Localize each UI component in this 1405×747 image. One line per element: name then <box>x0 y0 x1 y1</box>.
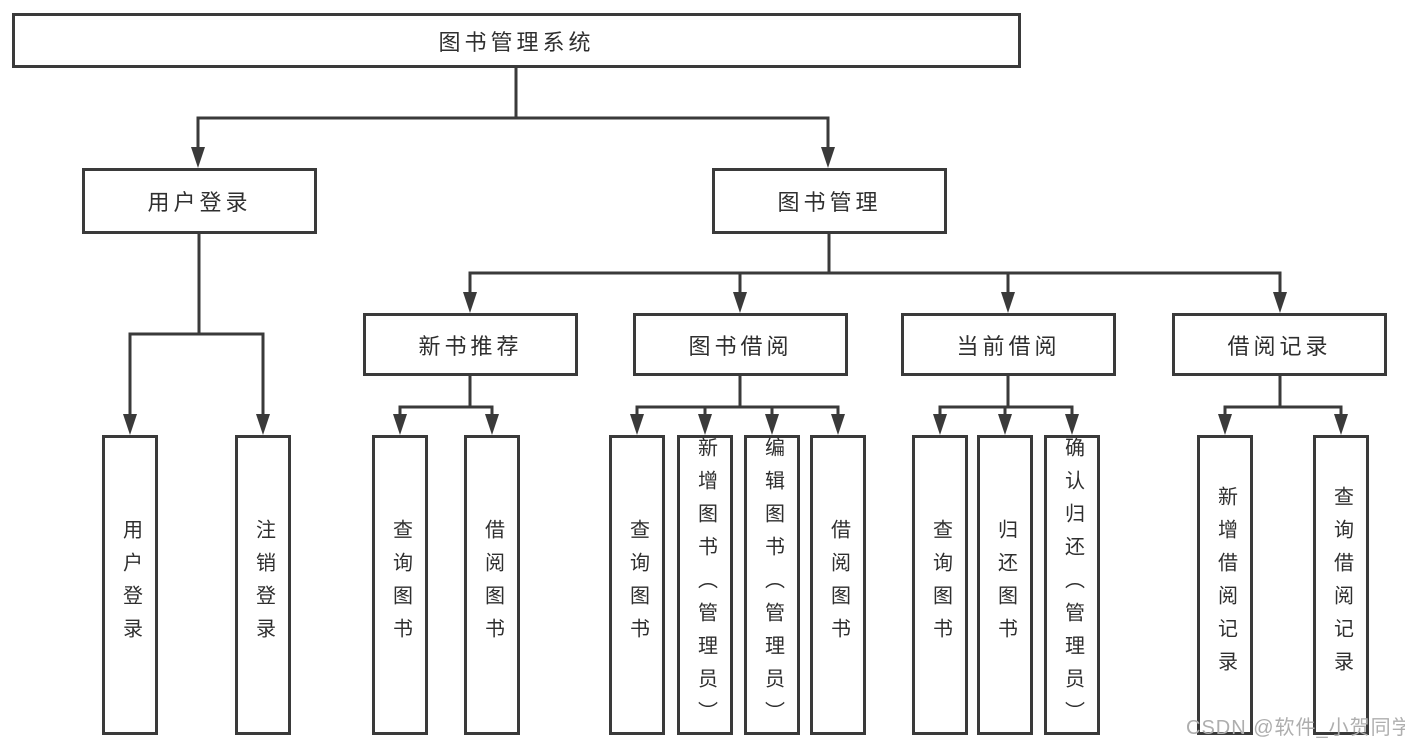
leaf-cb-confirm-return-admin: 确认归还（管理员） <box>1044 435 1100 735</box>
arrowhead <box>1001 292 1015 313</box>
arrowhead <box>630 414 644 435</box>
arrowhead <box>733 292 747 313</box>
leaf-nbr-query-book-label: 查询图书 <box>389 519 412 651</box>
node-user-login: 用户登录 <box>82 168 317 234</box>
node-borrow-records: 借阅记录 <box>1172 313 1387 376</box>
leaf-bb-add-book-admin: 新增图书（管理员） <box>677 435 733 735</box>
leaf-nbr-borrow-book: 借阅图书 <box>464 435 520 735</box>
arrowhead <box>1334 414 1348 435</box>
node-book-management: 图书管理 <box>712 168 947 234</box>
watermark: CSDN @软件_小贺同学 <box>1186 717 1405 739</box>
arrowhead <box>765 414 779 435</box>
leaf-bb-query-book-label: 查询图书 <box>626 519 649 651</box>
node-new-book-recommend: 新书推荐 <box>363 313 578 376</box>
arrowhead <box>123 414 137 435</box>
leaf-nbr-borrow-book-label: 借阅图书 <box>481 519 504 651</box>
leaf-cb-query-book: 查询图书 <box>912 435 968 735</box>
arrowhead <box>1273 292 1287 313</box>
arrowhead <box>698 414 712 435</box>
leaf-br-query-record: 查询借阅记录 <box>1313 435 1369 735</box>
leaf-user-login-label: 用户登录 <box>119 519 142 651</box>
arrowhead <box>831 414 845 435</box>
leaf-bb-borrow-book-label: 借阅图书 <box>827 519 850 651</box>
arrowhead <box>933 414 947 435</box>
arrowhead <box>1218 414 1232 435</box>
leaf-bb-add-book-admin-label: 新增图书（管理员） <box>694 436 717 734</box>
arrowhead <box>256 414 270 435</box>
leaf-bb-borrow-book: 借阅图书 <box>810 435 866 735</box>
arrowhead <box>1065 414 1079 435</box>
node-library-system: 图书管理系统 <box>12 13 1021 68</box>
leaf-br-query-record-label: 查询借阅记录 <box>1330 486 1353 684</box>
leaf-cb-return-book: 归还图书 <box>977 435 1033 735</box>
arrowhead <box>998 414 1012 435</box>
leaf-bb-edit-book-admin: 编辑图书（管理员） <box>744 435 800 735</box>
node-current-borrow: 当前借阅 <box>901 313 1116 376</box>
arrowheads <box>123 147 1348 435</box>
leaf-nbr-query-book: 查询图书 <box>372 435 428 735</box>
leaf-bb-query-book: 查询图书 <box>609 435 665 735</box>
leaf-cb-confirm-return-admin-label: 确认归还（管理员） <box>1061 436 1084 734</box>
leaf-br-add-record-label: 新增借阅记录 <box>1214 486 1237 684</box>
arrowhead <box>393 414 407 435</box>
leaf-logout-login: 注销登录 <box>235 435 291 735</box>
arrowhead <box>821 147 835 168</box>
arrowhead <box>485 414 499 435</box>
arrowhead <box>463 292 477 313</box>
leaf-logout-login-label: 注销登录 <box>252 519 275 651</box>
leaf-cb-return-book-label: 归还图书 <box>994 519 1017 651</box>
leaf-bb-edit-book-admin-label: 编辑图书（管理员） <box>761 436 784 734</box>
leaf-user-login: 用户登录 <box>102 435 158 735</box>
node-book-borrow: 图书借阅 <box>633 313 848 376</box>
arrowhead <box>191 147 205 168</box>
connector-line <box>128 66 1343 418</box>
leaf-br-add-record: 新增借阅记录 <box>1197 435 1253 735</box>
leaf-cb-query-book-label: 查询图书 <box>929 519 952 651</box>
